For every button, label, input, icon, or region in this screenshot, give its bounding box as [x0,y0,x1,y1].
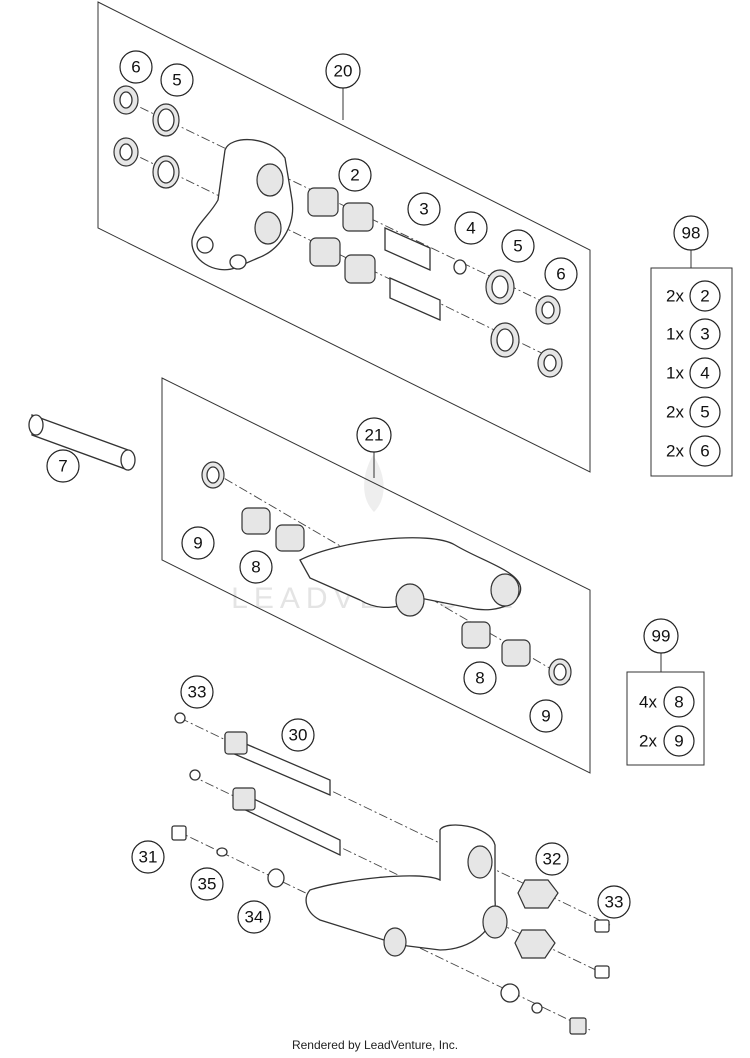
kit-98-qty: 2x [666,287,684,306]
kit-98-box [650,267,733,477]
svg-text:5: 5 [700,403,709,422]
svg-text:99: 99 [652,627,671,646]
callout-7[interactable]: 7 [46,449,80,483]
svg-text:8: 8 [475,669,484,688]
lower-assembly-parts [171,712,610,1035]
svg-text:3: 3 [700,325,709,344]
svg-text:4: 4 [700,364,709,383]
assembly-20-parts [113,85,563,378]
axis-line [174,829,591,1031]
svg-text:5: 5 [513,237,522,256]
svg-text:6: 6 [700,442,709,461]
callout-33[interactable]: 33 [597,885,631,919]
assembly-20-panel [97,1,591,473]
callout-3[interactable]: 3 [407,192,441,226]
svg-text:9: 9 [541,707,550,726]
kit-98-qty: 2x [666,403,684,422]
svg-text:8: 8 [674,693,683,712]
kit-98-qty: 1x [666,364,684,383]
callout-20[interactable]: 20 [325,53,361,89]
callout-30[interactable]: 30 [281,718,315,752]
svg-text:32: 32 [543,850,562,869]
callout-31[interactable]: 31 [131,840,165,874]
svg-text:6: 6 [131,58,140,77]
kit-99-qty: 2x [639,732,657,751]
callout-98[interactable]: 98 [673,215,709,251]
footer-credit: Rendered by LeadVenture, Inc. [291,1038,459,1052]
callout-6[interactable]: 6 [544,257,578,291]
svg-text:33: 33 [188,683,207,702]
callout-21[interactable]: 21 [356,417,392,453]
kit-99-box [626,671,705,766]
svg-text:6: 6 [556,265,565,284]
callout-33[interactable]: 33 [180,675,214,709]
kit-98-part[interactable]: 2 [689,280,721,312]
callout-2[interactable]: 2 [338,158,372,192]
svg-text:21: 21 [365,426,384,445]
kit-99-part[interactable]: 8 [663,686,695,718]
assembly-21-panel [161,377,591,774]
svg-text:34: 34 [245,908,264,927]
callout-32[interactable]: 32 [535,842,569,876]
svg-text:8: 8 [251,558,260,577]
kit-98-qty: 2x [666,442,684,461]
svg-text:2: 2 [350,166,359,185]
kit-98-part[interactable]: 5 [689,396,721,428]
svg-text:33: 33 [605,893,624,912]
svg-text:3: 3 [419,200,428,219]
svg-text:30: 30 [289,726,308,745]
callout-9[interactable]: 9 [529,699,563,733]
svg-text:9: 9 [193,534,202,553]
axis-line [124,149,561,363]
callout-99[interactable]: 99 [643,618,679,654]
kit-98-part[interactable]: 3 [689,318,721,350]
svg-text:31: 31 [139,848,158,867]
kit-99-qty: 4x [639,693,657,712]
svg-text:5: 5 [172,71,181,90]
callout-34[interactable]: 34 [237,900,271,934]
callout-8[interactable]: 8 [463,661,497,695]
callout-5[interactable]: 5 [501,229,535,263]
kit-98-list: 2x 2 1x 3 1x 4 2x 5 2x 6 [666,280,721,467]
linkage-lever [305,824,496,951]
callout-6[interactable]: 6 [119,50,153,84]
svg-text:98: 98 [682,224,701,243]
callout-35[interactable]: 35 [190,867,224,901]
kit-98-qty: 1x [666,325,684,344]
callout-8[interactable]: 8 [239,550,273,584]
kit-98-part[interactable]: 6 [689,435,721,467]
svg-text:2: 2 [700,287,709,306]
flame-watermark-icon [364,455,384,512]
svg-text:35: 35 [198,875,217,894]
assembly-21-parts [201,461,572,686]
svg-text:20: 20 [334,62,353,81]
kit-99-list: 4x 8 2x 9 [639,686,695,757]
callout-5[interactable]: 5 [160,63,194,97]
svg-text:9: 9 [674,732,683,751]
svg-text:7: 7 [58,457,67,476]
svg-text:4: 4 [466,219,475,238]
kit-99-part[interactable]: 9 [663,725,695,757]
callout-9[interactable]: 9 [181,526,215,560]
kit-98-part[interactable]: 4 [689,357,721,389]
axis-line [124,99,561,311]
pin-7 [28,414,136,471]
callout-4[interactable]: 4 [454,211,488,245]
